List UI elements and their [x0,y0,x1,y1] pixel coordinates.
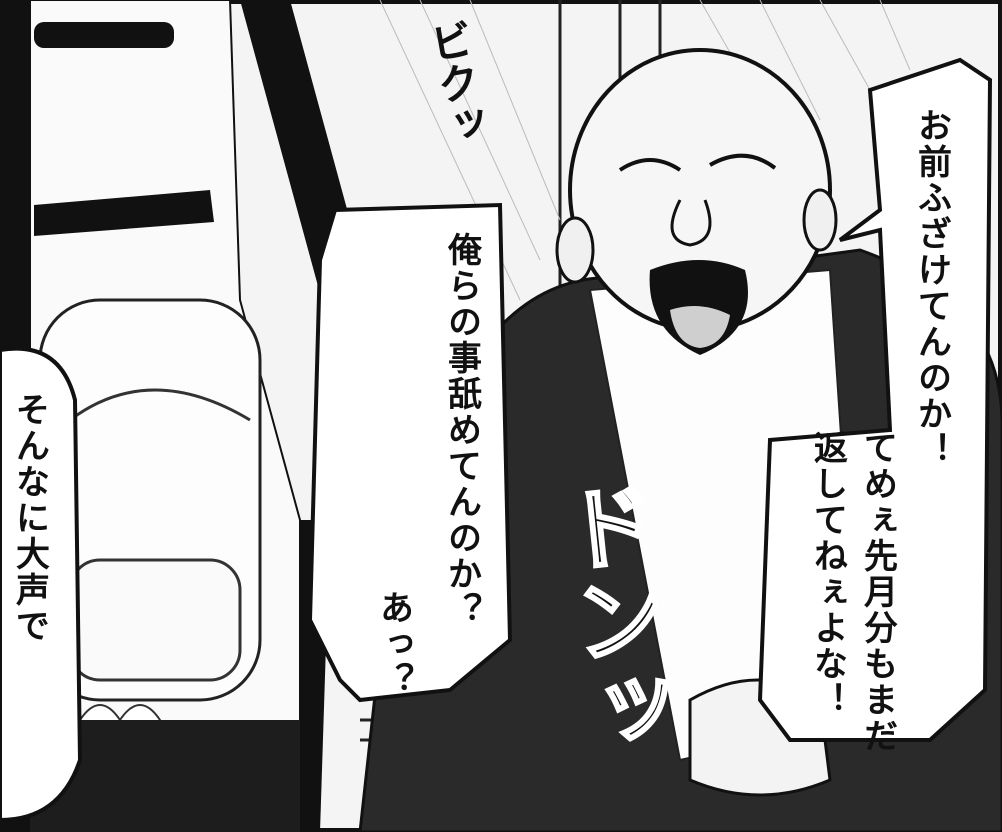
dialogue-right-line2: てめぇ先月分もまだ [857,430,898,754]
speech-bubble-right [757,57,993,742]
dialogue-right-line1: お前ふざけてんのか！ [911,108,952,468]
dialogue-right-line3: 返してねぇよな！ [807,430,848,718]
speech-bubble-middle [307,202,513,703]
dialogue-left-line1: そんなに大声で [9,392,50,644]
choker [34,22,174,48]
dialogue-middle-line2: あっ？ [373,590,414,698]
dialogue-middle-line1: 俺らの事舐めてんのか？ [441,232,482,628]
speech-bubble-left [0,346,83,823]
